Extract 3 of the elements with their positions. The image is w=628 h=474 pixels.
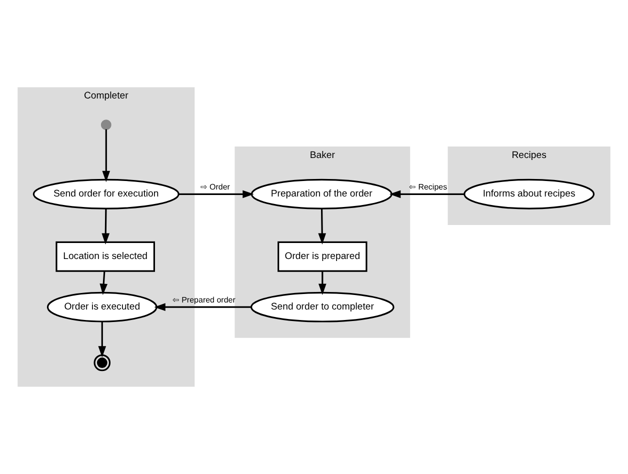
edge-label: ⇨ Order [200,182,230,192]
edge-label: ⇦ Recipes [408,182,448,192]
edge-label: ⇦ Prepared order [172,295,236,304]
